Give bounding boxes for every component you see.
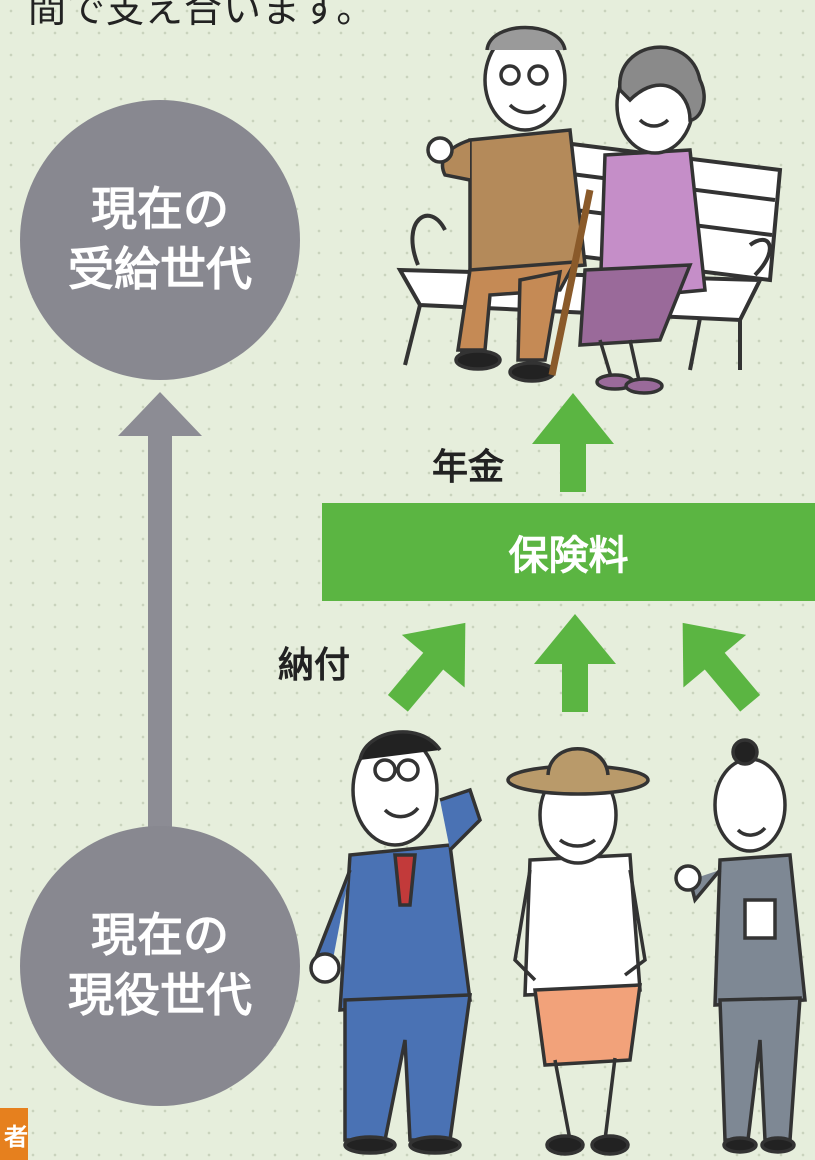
recipient-circle-line1: 現在の: [91, 182, 229, 237]
payment-arrow-center: [534, 614, 616, 712]
generation-arrow-head: [118, 392, 202, 436]
farmer: [506, 747, 650, 1156]
working-generation-circle: 現在の 現役世代: [20, 826, 300, 1106]
elderly-woman: [578, 45, 707, 395]
pension-label: 年金: [432, 447, 505, 488]
generation-arrow-shaft: [148, 430, 172, 840]
elderly-man: [426, 25, 587, 383]
corner-badge-text: 者: [4, 1122, 28, 1151]
office-worker: [674, 738, 807, 1154]
payment-label: 納付: [278, 645, 351, 686]
header-text: 間で支え合います。: [28, 0, 376, 31]
premium-box: 保険料: [322, 503, 815, 601]
corner-badge: 者: [0, 1108, 28, 1160]
businessman: [309, 730, 483, 1155]
recipient-circle-line2: 受給世代: [68, 242, 252, 296]
premium-label: 保険料: [508, 533, 629, 579]
payment-arrow-left: [387, 622, 466, 712]
recipient-generation-circle: 現在の 受給世代: [20, 100, 300, 380]
cane: [548, 189, 594, 376]
payment-arrow-right: [682, 622, 761, 712]
working-circle-line1: 現在の: [91, 908, 229, 963]
pension-arrow: [532, 393, 614, 492]
working-circle-line2: 現役世代: [68, 968, 252, 1022]
